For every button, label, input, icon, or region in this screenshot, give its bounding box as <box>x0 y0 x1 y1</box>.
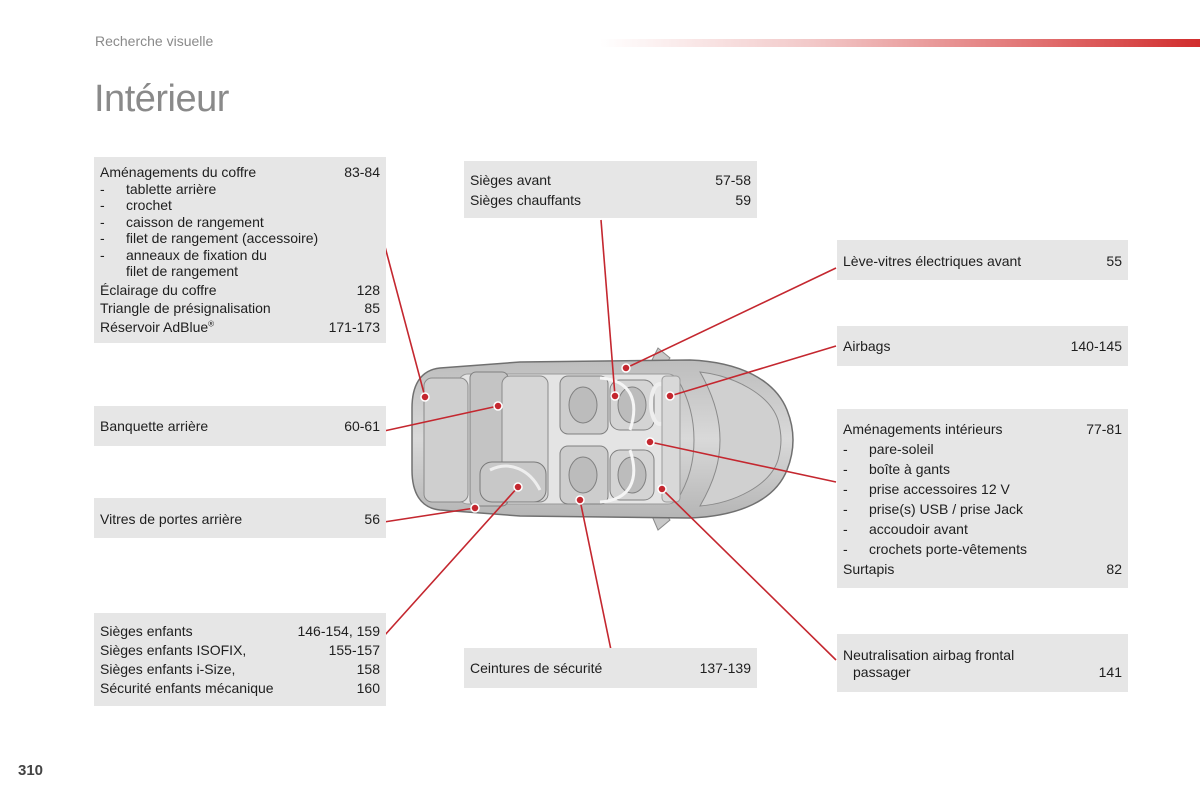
interieurs-pages[interactable]: 77-81 <box>1086 421 1122 437</box>
airbags-label: Airbags <box>843 338 891 354</box>
box-vitres-arriere: Vitres de portes arrière 56 <box>94 498 386 538</box>
callout-dots <box>420 363 675 513</box>
interieurs-item: pare-soleil <box>869 441 934 457</box>
trunk <box>423 377 469 503</box>
vitres-arriere-pages[interactable]: 56 <box>364 511 380 527</box>
box-sieges-enfants: Sièges enfants 146-154, 159 Sièges enfant… <box>94 613 386 706</box>
interieurs-item: accoudoir avant <box>869 521 968 537</box>
isize-pages[interactable]: 158 <box>356 661 380 677</box>
callout-lines <box>383 219 837 661</box>
isofix-pages[interactable]: 155-157 <box>328 642 380 658</box>
sieges-avant-pages[interactable]: 57-58 <box>715 172 751 188</box>
triangle-label: Triangle de présignalisation <box>100 300 271 316</box>
banquette-pages[interactable]: 60-61 <box>344 418 380 434</box>
vitres-arriere-label: Vitres de portes arrière <box>100 511 243 527</box>
leve-vitres-label: Lève-vitres électriques avant <box>843 253 1022 269</box>
triangle-pages[interactable]: 85 <box>364 300 380 316</box>
coffre-item: tablette arrière <box>126 180 217 197</box>
neutralisation-label: Neutralisation airbag frontal <box>843 647 1015 663</box>
coffre-item-continued: filet de rangement <box>126 263 239 279</box>
interieurs-item: boîte à gants <box>869 461 950 477</box>
sieges-chauffants-label: Sièges chauffants <box>470 191 582 208</box>
coffre-item: caisson de rangement <box>126 213 264 230</box>
enfants-label: Sièges enfants <box>100 623 193 639</box>
sieges-avant-label: Sièges avant <box>470 172 551 188</box>
eclairage-label: Éclairage du coffre <box>100 281 217 298</box>
page-title: Intérieur <box>94 78 229 120</box>
ceintures-pages[interactable]: 137-139 <box>699 660 751 676</box>
interieurs-item: crochets porte-vêtements <box>869 541 1027 557</box>
neutralisation-pages[interactable]: 141 <box>1098 663 1122 680</box>
header-accent-bar <box>600 39 1200 47</box>
front-right-seat <box>559 445 655 505</box>
ceintures-label: Ceintures de sécurité <box>470 660 603 676</box>
securite-enfants-pages[interactable]: 160 <box>356 680 380 696</box>
securite-enfants-label: Sécurité enfants mécanique <box>100 680 274 696</box>
box-ceintures: Ceintures de sécurité 137-139 <box>464 648 757 688</box>
child-seat <box>479 461 547 503</box>
interieurs-item: prise(s) USB / prise Jack <box>869 501 1024 517</box>
box-sieges-avant: Sièges avant 57-58 Sièges chauffants 59 <box>464 161 757 218</box>
surtapis-pages[interactable]: 82 <box>1106 561 1122 577</box>
adblue-label: Réservoir AdBlue <box>100 318 209 335</box>
page-number: 310 <box>18 762 44 779</box>
sieges-chauffants-pages[interactable]: 59 <box>735 191 751 208</box>
coffre-item: crochet <box>126 197 172 213</box>
adblue-pages[interactable]: 171-173 <box>328 318 380 335</box>
leve-vitres-pages[interactable]: 55 <box>1106 253 1122 269</box>
front-left-seat <box>559 375 655 435</box>
car-hood <box>699 371 782 507</box>
box-airbags: Airbags 140-145 <box>837 326 1128 366</box>
registered-mark: ® <box>208 318 215 328</box>
coffre-pages[interactable]: 83-84 <box>344 164 380 180</box>
box-leve-vitres: Lève-vitres électriques avant 55 <box>837 240 1128 280</box>
passager-label: passager <box>853 663 911 680</box>
coffre-item: anneaux de fixation du <box>126 246 267 263</box>
interieurs-item: prise accessoires 12 V <box>869 481 1010 497</box>
coffre-item: filet de rangement (accessoire) <box>126 230 319 246</box>
isize-label: Sièges enfants i-Size, <box>100 661 236 677</box>
enfants-pages[interactable]: 146-154, 159 <box>297 623 380 639</box>
banquette-label: Banquette arrière <box>100 418 209 434</box>
eclairage-pages[interactable]: 128 <box>356 281 380 298</box>
isofix-label: Sièges enfants ISOFIX, <box>100 642 247 658</box>
coffre-title: Aménagements du coffre <box>100 164 257 180</box>
airbags-pages[interactable]: 140-145 <box>1070 338 1122 354</box>
section-header: Recherche visuelle <box>95 33 214 49</box>
box-neutralisation-airbag: Neutralisation airbag frontal passager 14… <box>837 634 1128 692</box>
interieurs-title: Aménagements intérieurs <box>843 421 1003 437</box>
surtapis-label: Surtapis <box>843 561 895 577</box>
box-banquette-arriere: Banquette arrière 60-61 <box>94 406 386 446</box>
